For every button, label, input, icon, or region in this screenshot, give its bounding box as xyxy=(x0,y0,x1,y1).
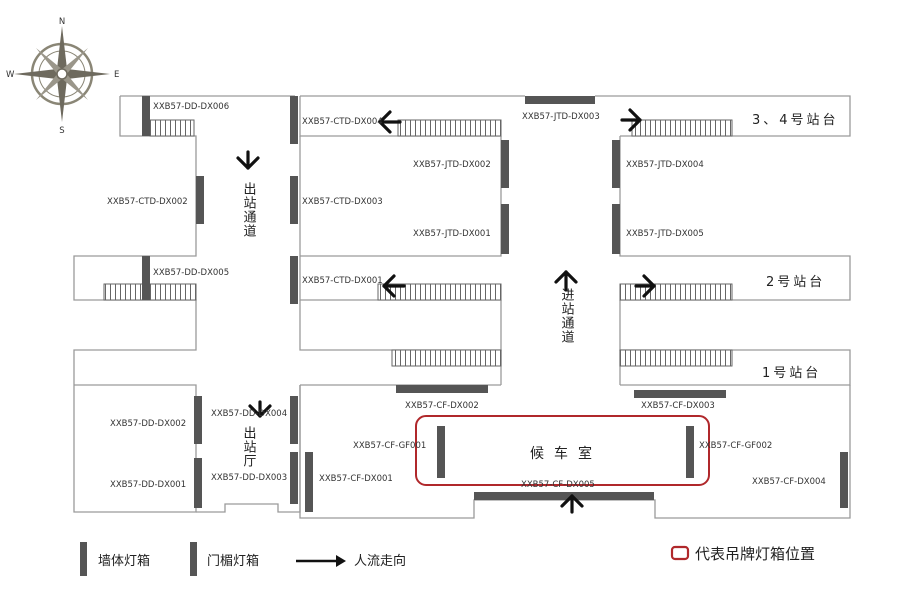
label-dd003: XXB57-DD-DX003 xyxy=(211,473,287,483)
label-gf001: XXB57-CF-GF001 xyxy=(353,441,426,451)
legend-hanging-swatch xyxy=(670,545,690,561)
waiting-room-label: 候车室 xyxy=(530,445,602,462)
label-jtd003: XXB57-JTD-DX003 xyxy=(522,112,600,122)
compass-rose-icon xyxy=(14,26,110,122)
exit-passage-label: 出站通道 xyxy=(241,182,257,238)
entry-passage-label: 进站通道 xyxy=(559,288,575,344)
legend-canopy-swatch xyxy=(190,542,197,576)
arrow-down-icon xyxy=(248,400,272,418)
legend-wall-label: 墙体灯箱 xyxy=(98,553,150,569)
hanging-box-area xyxy=(415,415,710,486)
label-dd004: XXB57-DD-DX004 xyxy=(211,409,287,419)
platform-1-label: 1号站台 xyxy=(762,366,821,381)
label-dd006: XXB57-DD-DX006 xyxy=(153,102,229,112)
legend-flow-arrow-icon xyxy=(296,555,346,567)
arrow-right-icon xyxy=(620,108,642,132)
label-dd001: XXB57-DD-DX001 xyxy=(110,480,186,490)
compass-south-label: S xyxy=(59,126,64,136)
label-cf003: XXB57-CF-DX003 xyxy=(641,401,715,411)
legend-flow-label: 人流走向 xyxy=(354,553,406,569)
arrow-down-icon xyxy=(236,150,260,170)
compass-north-label: N xyxy=(59,17,65,27)
label-cf005: XXB57-CF-DX005 xyxy=(521,480,595,490)
label-gf002: XXB57-CF-GF002 xyxy=(699,441,772,451)
label-cf004: XXB57-CF-DX004 xyxy=(752,477,826,487)
label-jtd001: XXB57-JTD-DX001 xyxy=(413,229,491,239)
flow-arrows xyxy=(236,108,656,514)
label-jtd002: XXB57-JTD-DX002 xyxy=(413,160,491,170)
label-jtd004: XXB57-JTD-DX004 xyxy=(626,160,704,170)
arrow-left-icon xyxy=(378,110,402,134)
arrow-right-icon xyxy=(634,274,656,298)
legend-wall-swatch xyxy=(80,542,87,576)
compass-east-label: E xyxy=(114,70,119,80)
platform-3-4-label: 3、4号站台 xyxy=(752,113,839,128)
light-boxes xyxy=(142,96,848,512)
label-ctd001: XXB57-CTD-DX001 xyxy=(302,276,383,286)
staircases xyxy=(103,119,733,367)
label-ctd003: XXB57-CTD-DX003 xyxy=(302,197,383,207)
label-cf001: XXB57-CF-DX001 xyxy=(319,474,393,484)
label-cf002: XXB57-CF-DX002 xyxy=(405,401,479,411)
arrow-up-icon xyxy=(560,494,584,514)
label-dd005: XXB57-DD-DX005 xyxy=(153,268,229,278)
label-jtd005: XXB57-JTD-DX005 xyxy=(626,229,704,239)
exit-hall-label: 出站厅 xyxy=(241,426,257,468)
legend-canopy-label: 门楣灯箱 xyxy=(207,553,259,569)
legend-hanging-label: 代表吊牌灯箱位置 xyxy=(695,545,815,563)
compass-west-label: W xyxy=(6,70,15,80)
arrow-up-icon xyxy=(554,270,578,292)
label-ctd002: XXB57-CTD-DX002 xyxy=(107,197,188,207)
label-ctd004: XXB57-CTD-DX004 xyxy=(302,117,383,127)
legend: 墙体灯箱 门楣灯箱 人流走向 代表吊牌灯箱位置 xyxy=(80,542,815,576)
platform-2-label: 2号站台 xyxy=(766,275,825,290)
arrow-left-icon xyxy=(382,274,406,298)
label-dd002: XXB57-DD-DX002 xyxy=(110,419,186,429)
